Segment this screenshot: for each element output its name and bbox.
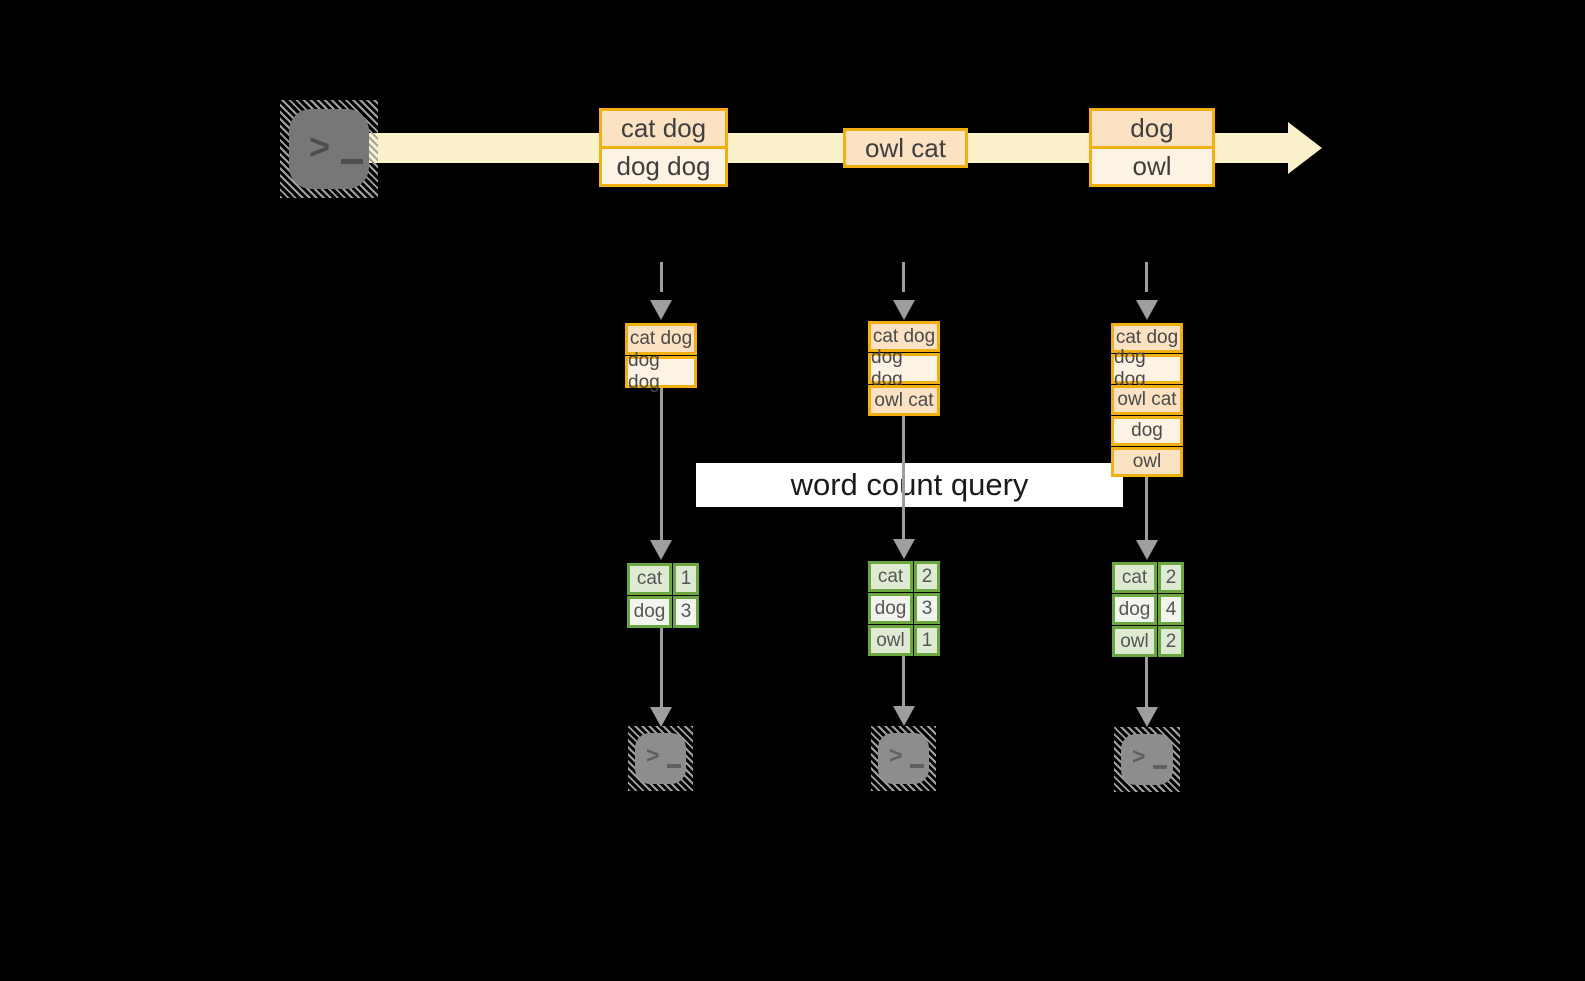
cursor-glyph xyxy=(1153,765,1167,769)
query-arrowhead-icon xyxy=(650,540,672,560)
buffer-item: dog dog xyxy=(1111,347,1183,390)
buffer-item: cat dog xyxy=(1111,323,1183,353)
count-cell: 4 xyxy=(1158,594,1184,625)
table-row: dog 3 xyxy=(627,596,699,628)
buffer-item: cat dog xyxy=(625,323,697,355)
stream-message-3: dog owl xyxy=(1089,108,1215,187)
count-table-1: cat 1 dog 3 xyxy=(627,563,699,628)
word-cell: dog xyxy=(1112,594,1157,625)
count-cell: 1 xyxy=(914,625,940,656)
prompt-glyph: > xyxy=(1132,743,1146,769)
buffer-item: dog xyxy=(1111,416,1183,446)
table-row: cat 1 xyxy=(627,563,699,595)
query-label: word count query xyxy=(696,463,1123,507)
word-cell: cat xyxy=(627,563,672,595)
count-cell: 3 xyxy=(914,593,940,624)
cursor-glyph xyxy=(341,159,363,164)
table-row: owl 2 xyxy=(1112,626,1184,657)
ingest-arrow-dash xyxy=(902,262,905,292)
query-arrowhead-icon xyxy=(1136,540,1158,560)
count-table-2: cat 2 dog 3 owl 1 xyxy=(868,561,940,656)
prompt-glyph: > xyxy=(646,742,660,768)
word-cell: cat xyxy=(1112,562,1157,593)
terminal-screen: > xyxy=(878,733,929,784)
prompt-glyph: > xyxy=(309,126,331,167)
stream-message-1: cat dog dog dog xyxy=(599,108,728,187)
ingest-arrowhead-icon xyxy=(1136,300,1158,320)
ingest-arrow-dash xyxy=(660,262,663,292)
count-cell: 2 xyxy=(914,561,940,592)
stream-message-2: owl cat xyxy=(843,128,968,168)
sink-arrow-line xyxy=(1145,657,1148,707)
buffer-item: owl cat xyxy=(868,385,940,416)
table-row: dog 4 xyxy=(1112,594,1184,625)
buffer-stack-3: cat dog dog dog owl cat dog owl xyxy=(1111,323,1183,477)
cursor-glyph xyxy=(667,764,681,768)
source-terminal-icon: > xyxy=(280,100,378,198)
word-cell: dog xyxy=(868,593,913,624)
sink-terminal-icon: > xyxy=(1114,727,1180,792)
query-arrow-line xyxy=(660,388,663,540)
sink-arrowhead-icon xyxy=(893,706,915,726)
sink-terminal-icon: > xyxy=(871,726,936,791)
count-cell: 2 xyxy=(1158,562,1184,593)
buffer-stack-1: cat dog dog dog xyxy=(625,323,697,393)
buffer-item: dog dog xyxy=(868,347,940,390)
stream-message-line: dog xyxy=(1092,111,1212,146)
count-cell: 3 xyxy=(673,596,699,628)
buffer-item: cat dog xyxy=(868,321,940,352)
query-arrow-line xyxy=(1145,477,1148,540)
count-table-3: cat 2 dog 4 owl 2 xyxy=(1112,562,1184,657)
count-cell: 2 xyxy=(1158,626,1184,657)
word-cell: dog xyxy=(627,596,672,628)
stream-message-line: owl cat xyxy=(846,131,965,165)
sink-arrow-line xyxy=(660,628,663,707)
terminal-screen: > xyxy=(635,733,686,784)
word-cell: owl xyxy=(868,625,913,656)
stream-message-line: owl xyxy=(1092,146,1212,184)
buffer-stack-2: cat dog dog dog owl cat xyxy=(868,321,940,416)
query-arrowhead-icon xyxy=(893,539,915,559)
terminal-screen: > xyxy=(1121,734,1173,785)
sink-terminal-icon: > xyxy=(628,726,693,791)
buffer-item: owl cat xyxy=(1111,385,1183,415)
buffer-item: owl xyxy=(1111,447,1183,477)
ingest-arrow-dash xyxy=(1145,262,1148,292)
terminal-screen: > xyxy=(289,109,369,189)
ingest-arrowhead-icon xyxy=(650,300,672,320)
table-row: dog 3 xyxy=(868,593,940,624)
word-cell: owl xyxy=(1112,626,1157,657)
sink-arrowhead-icon xyxy=(650,707,672,727)
table-row: owl 1 xyxy=(868,625,940,656)
prompt-glyph: > xyxy=(889,742,903,768)
query-arrow-line xyxy=(902,416,905,539)
sink-arrowhead-icon xyxy=(1136,707,1158,727)
sink-arrow-line xyxy=(902,656,905,706)
cursor-glyph xyxy=(910,764,924,768)
count-cell: 1 xyxy=(673,563,699,595)
ingest-arrowhead-icon xyxy=(893,300,915,320)
word-cell: cat xyxy=(868,561,913,592)
buffer-item: dog dog xyxy=(625,350,697,393)
table-row: cat 2 xyxy=(1112,562,1184,593)
table-row: cat 2 xyxy=(868,561,940,592)
stream-message-line: dog dog xyxy=(602,146,725,184)
stream-message-line: cat dog xyxy=(602,111,725,146)
stream-arrowhead-icon xyxy=(1288,122,1322,174)
